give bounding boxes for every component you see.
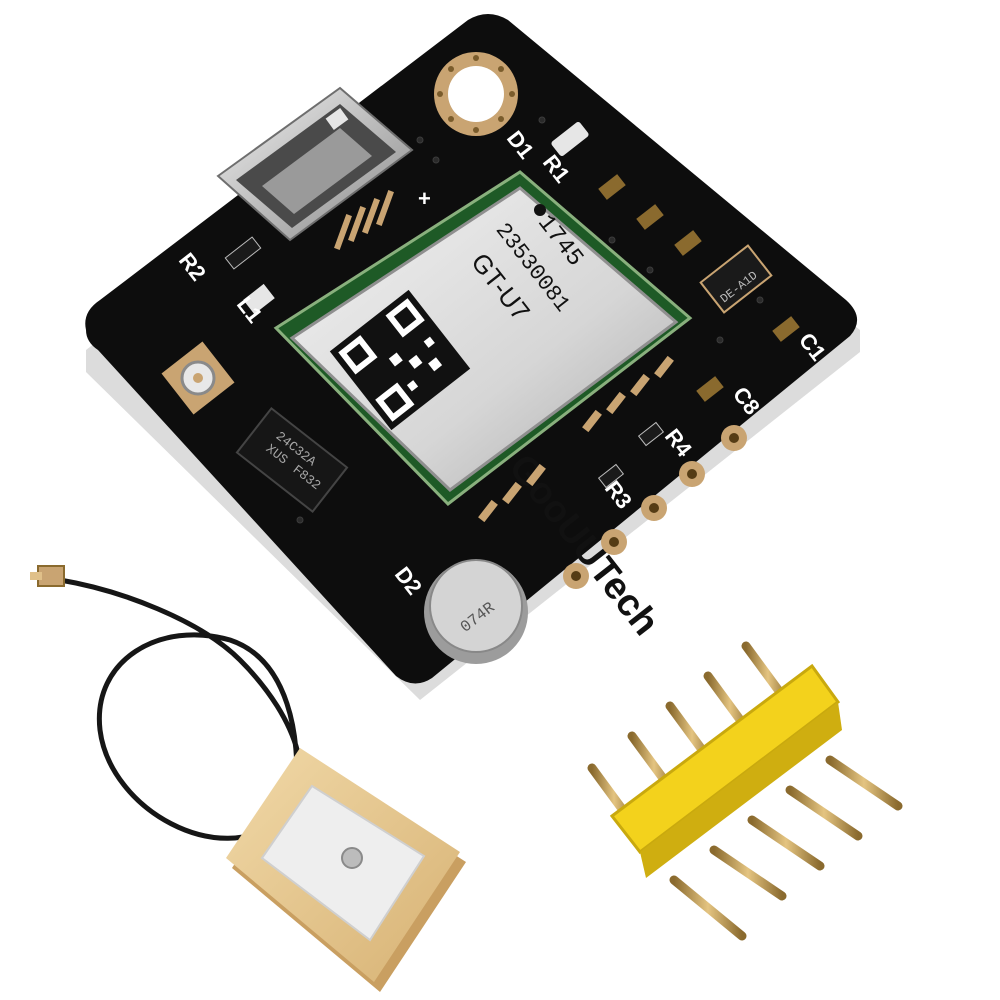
mounting-hole [434,52,518,136]
ufl-plug [30,565,65,587]
ceramic-patch-antenna [226,748,466,992]
smd-components [224,122,800,489]
header-pads [563,425,747,589]
silk-plus-usb: + [418,186,431,211]
regulator-ic: DE-A1D [699,244,773,314]
gps-module: GooUUTech GT-U7 23530081 1745 [273,170,693,643]
backup-battery: 074R [424,559,528,664]
qr-code [329,289,471,431]
antenna-cable [30,565,304,841]
ufl-antenna-connector[interactable] [161,341,235,415]
micro-usb-port[interactable] [216,86,414,250]
vias [296,116,764,524]
pin-header [587,641,903,941]
